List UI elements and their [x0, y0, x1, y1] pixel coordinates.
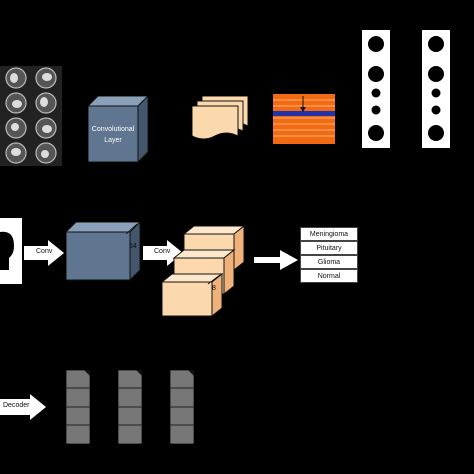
decoder-arrow-label: Decoder: [3, 402, 30, 409]
classifier-arrow: [254, 250, 298, 270]
conv-arrow-1: [24, 240, 64, 266]
conv-arrow-2: [143, 240, 183, 266]
class-output-box: Glioma: [300, 255, 358, 269]
conv-feature-block: [66, 222, 141, 282]
dense-layer-column-2: [422, 30, 450, 148]
class-output-box: Meningioma: [300, 227, 358, 241]
striped-feature-vector: [273, 94, 335, 144]
stack-dimension-label: 8: [212, 285, 216, 292]
class-output-box: Pituitary: [300, 241, 358, 255]
class-output-box: Normal: [300, 269, 358, 283]
mri-image-grid: [0, 66, 62, 166]
head-silhouette-icon: [0, 218, 22, 284]
decoder-column-1: [66, 370, 90, 444]
conv-arrow-1-label: Conv: [36, 248, 53, 255]
decoder-column-3: [170, 370, 194, 444]
stacked-feature-blocks: [162, 224, 246, 318]
dense-layer-column-1: [362, 30, 390, 148]
convolutional-layer-label: Convolutional Layer: [91, 126, 135, 144]
conv-arrow-2-label: Conv: [154, 248, 171, 255]
decoder-arrow: [0, 394, 46, 420]
convolutional-layer-block: [88, 96, 149, 164]
conv-block-dimension-label: 64: [129, 243, 137, 250]
feature-map-stack: [192, 96, 249, 140]
decoder-column-2: [118, 370, 142, 444]
